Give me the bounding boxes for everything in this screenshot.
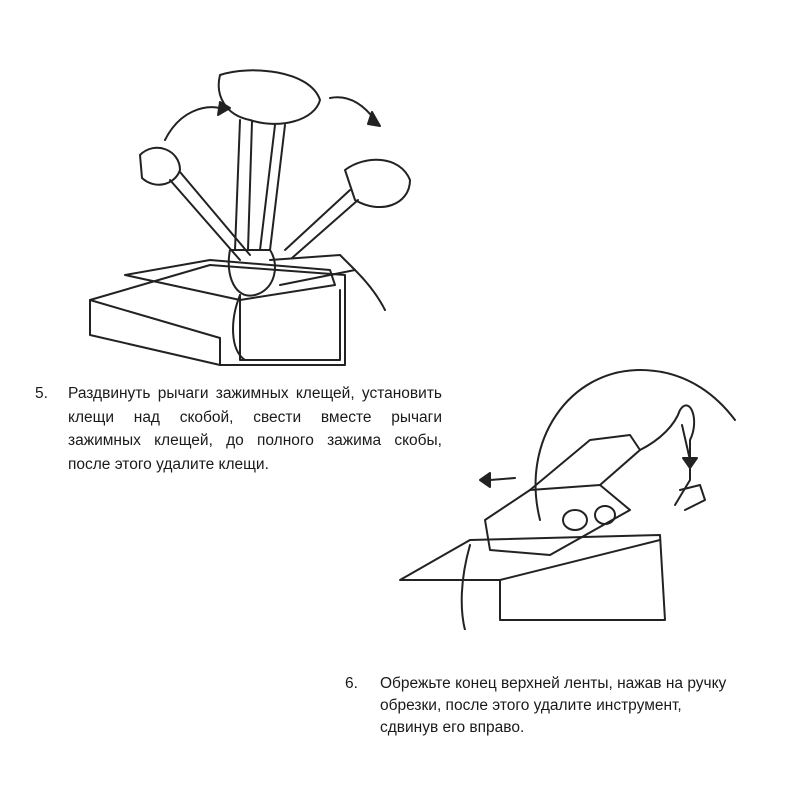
hand-left: [139, 146, 181, 186]
arrow-icon-left: [489, 477, 516, 481]
step-text: Раздвинуть рычаги зажимных клещей, устан…: [68, 385, 442, 473]
step-number: 5.: [35, 385, 48, 402]
hand-right: [344, 158, 411, 209]
hand-top: [217, 69, 321, 125]
arrow-icon-left: [164, 106, 221, 141]
step-number: 6.: [345, 675, 358, 692]
arrow-icon-right: [329, 96, 376, 121]
illustration-crimping-pliers: [89, 69, 411, 366]
box: [89, 264, 346, 366]
step-text: Обрежьте конец верхней ленты, нажав на р…: [380, 675, 727, 736]
arrow-icon-down: [681, 424, 691, 461]
illustration-cutting-tool: [399, 369, 736, 630]
tool-body: [484, 484, 631, 556]
strap: [534, 369, 736, 521]
